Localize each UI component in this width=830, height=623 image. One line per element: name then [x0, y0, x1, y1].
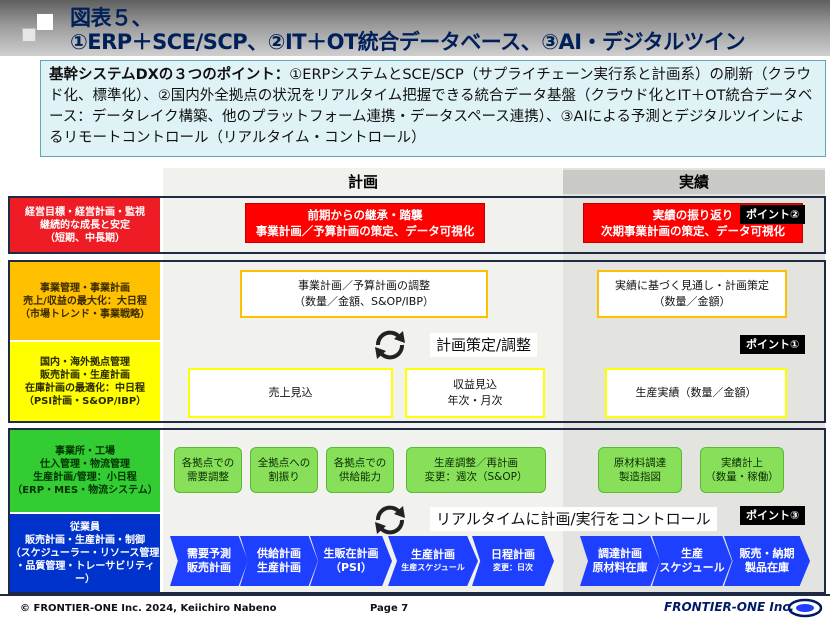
budget-adjust-box: 事業計画／予算計画の調整 （数量／金額、S&OP/IBP）	[240, 270, 488, 318]
green-box-replan: 生産調整／再計画 変更：週次（S&OP）	[406, 447, 546, 493]
label-business: 事業管理・事業計画 売上/収益の最大化：大日程 （市場トレンド・事業戦略）	[10, 262, 160, 340]
plan-red-box: 前期からの継承・踏襲 事業計画／予算計画の策定、データ可視化	[245, 203, 485, 243]
cycle-arrows-icon	[375, 505, 405, 535]
green-box-actual-record: 実績計上 （数量・稼働）	[700, 447, 784, 493]
green-box-procurement: 原材料調達 製造指図	[598, 447, 682, 493]
label-employee: 従業員 販売計画・生産計画・制御 （スケジューラー・リソース管理 ・品質管理・ト…	[10, 514, 160, 592]
chevron-sales-delivery: 販売・納期 製品在庫	[724, 536, 810, 586]
band-site	[8, 428, 826, 594]
chevron-supply-plan: 供給計画 生産計画	[240, 536, 318, 586]
company-logo-icon	[787, 598, 823, 618]
column-header-actual: 実績	[563, 170, 825, 194]
label-domestic: 国内・海外拠点管理 販売計画・生産計画 在庫計画の最適化：中日程 （PSI計画・…	[10, 342, 160, 421]
header-bar: 図表５、 ①ERP＋SCE/SCP、②IT＋OT統合データベース、③AI・デジタ…	[0, 0, 830, 56]
band-management	[8, 196, 826, 254]
chevron-procurement-plan: 調達計画 原材料在庫	[580, 536, 660, 586]
green-box-demand: 各拠点での 需要調整	[174, 447, 242, 493]
square-decoration-icon	[37, 14, 53, 30]
production-actual-box: 生産実績（数量／金額）	[605, 368, 787, 418]
actual-review-box: 実績に基づく見通し・計画策定 （数量／金額）	[597, 270, 787, 318]
footer-divider	[0, 594, 830, 596]
summary-lead: 基幹システムDXの３つのポイント：	[49, 67, 290, 83]
footer-copyright: © FRONTIER-ONE Inc. 2024, Keiichiro Nabe…	[20, 603, 277, 614]
page-title-line2: ①ERP＋SCE/SCP、②IT＋OT統合データベース、③AI・デジタルツイン	[70, 30, 746, 54]
cycle-arrows-icon	[375, 330, 405, 360]
sales-forecast-box: 売上見込	[188, 368, 393, 418]
green-box-supply: 各拠点での 供給能力	[326, 447, 394, 493]
footer-logo-text: FRONTIER-ONE Inc.	[664, 600, 795, 614]
realtime-cycle-label: リアルタイムに計画/実行をコントロール	[430, 507, 717, 531]
column-header-plan: 計画	[347, 173, 378, 191]
square-decoration-icon	[22, 28, 36, 42]
green-box-allocation: 全拠点への 割振り	[250, 447, 318, 493]
chevron-psi-plan: 生販在計画 （PSI）	[310, 536, 392, 586]
summary-box: 基幹システムDXの３つのポイント：①ERPシステムとSCE/SCP（サプライチェ…	[40, 60, 826, 157]
point-1-badge: ポイント①	[740, 335, 806, 354]
chevron-production-schedule: 生産 スケジュール	[652, 536, 732, 586]
point-2-badge: ポイント②	[740, 205, 806, 224]
chevron-schedule-plan: 日程計画変更：日次	[472, 536, 554, 586]
page-title-line1: 図表５、	[70, 6, 153, 30]
band-business	[8, 260, 826, 423]
chevron-production-plan: 生産計画生産スケジュール	[388, 536, 478, 586]
label-management: 経営目標・経営計画・監視 継続的な成長と安定 （短期、中長期）	[10, 198, 160, 252]
chevron-demand-forecast: 需要予測 販売計画	[170, 536, 248, 586]
footer-page-number: Page 7	[370, 603, 409, 614]
label-site: 事業所・工場 仕入管理・物流管理 生産計画/管理：小日程 （ERP・MES・物流…	[10, 430, 160, 512]
planning-cycle-label: 計画策定/調整	[430, 333, 538, 357]
profit-forecast-box: 収益見込 年次・月次	[405, 368, 545, 418]
point-3-badge: ポイント③	[740, 506, 806, 525]
summary-body: ①ERPシステムとSCE/SCP（サプライチェーン実行系と計画系）の刷新（クラウ…	[49, 67, 813, 146]
